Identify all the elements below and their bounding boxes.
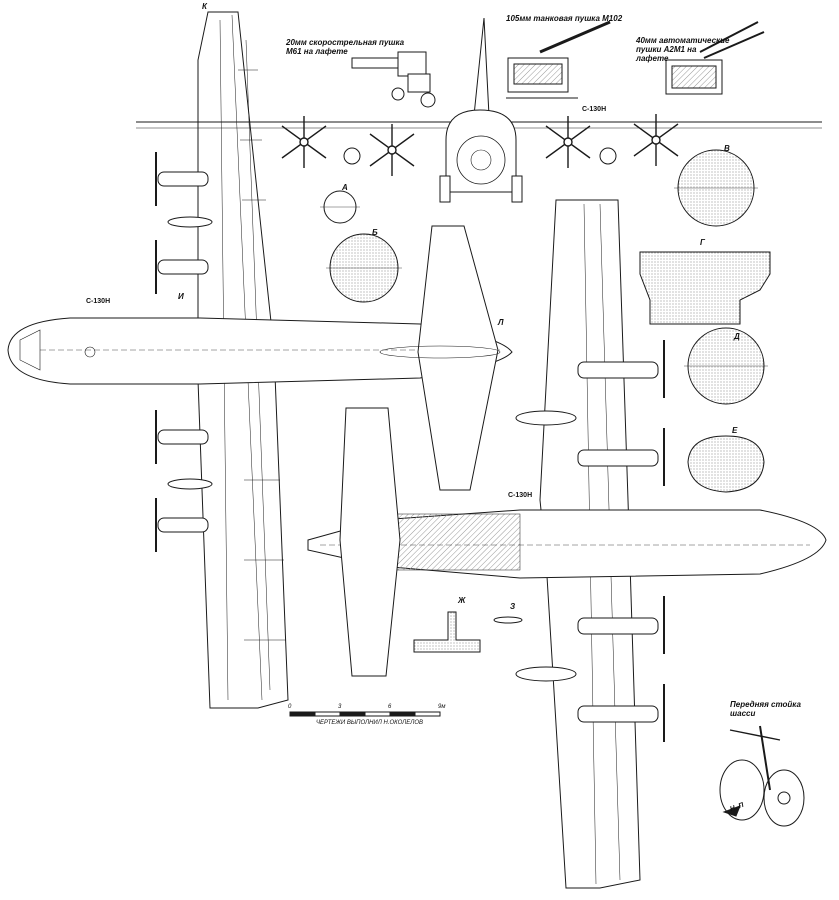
section-label-zh: Ж: [458, 596, 466, 605]
bottom-view-aircraft: [307, 199, 827, 889]
cross-sections: [320, 149, 771, 653]
label-credit: ЧЕРТЕЖИ ВЫПОЛНИЛ Н.ОКОЛЕЛОВ: [316, 720, 423, 726]
section-label-d: Д: [734, 332, 740, 341]
section-e-shape: [687, 435, 765, 493]
section-g-shape: [639, 251, 771, 325]
section-label-i: И: [178, 292, 184, 301]
scale-tick-6: 6: [388, 704, 392, 710]
scale-tick-0: 0: [288, 704, 292, 710]
top-view-aircraft: [7, 11, 513, 709]
label-gun-20mm: 20мм скорострельная пушка М61 на лафете: [286, 38, 405, 56]
section-label-a: А: [342, 183, 348, 192]
section-label-e: Е: [732, 426, 738, 435]
section-label-z: З: [510, 602, 516, 611]
label-aircraft-bottom: С-130Н: [508, 492, 533, 499]
section-label-g: Г: [700, 238, 705, 247]
section-label-l: Л: [498, 318, 504, 327]
section-label-v: В: [724, 144, 730, 153]
top-view-fuselage: [7, 317, 513, 385]
bottom-view-engines: [577, 340, 665, 742]
label-aircraft-front: С-130Н: [582, 106, 607, 113]
front-view-propellers: [281, 114, 679, 176]
front-view-aircraft: [136, 17, 822, 203]
section-label-k: К: [202, 2, 207, 11]
gun-20mm-drawing: [351, 51, 436, 108]
label-gun-40mm: 40мм автоматические пушки А2М1 на лафете: [636, 36, 730, 63]
top-view-engines: [155, 152, 209, 552]
label-aircraft-top: С-130Н: [86, 298, 111, 305]
gun-105mm-drawing: [506, 20, 611, 99]
section-label-b: Б: [372, 228, 378, 237]
section-z-shape: [493, 616, 523, 624]
label-nose-gear: Передняя стойка шасси: [730, 700, 801, 718]
section-zh-shape: [413, 611, 481, 653]
scale-tick-3: 3: [338, 704, 342, 710]
nose-gear-drawing: [719, 725, 805, 827]
bottom-view-tail: [339, 407, 401, 677]
scale-tick-9: 9м: [438, 704, 446, 710]
label-gun-105mm: 105мм танковая пушка М102: [506, 14, 623, 23]
gun-40mm-drawing: [665, 21, 765, 95]
scale-bar: [289, 711, 441, 717]
